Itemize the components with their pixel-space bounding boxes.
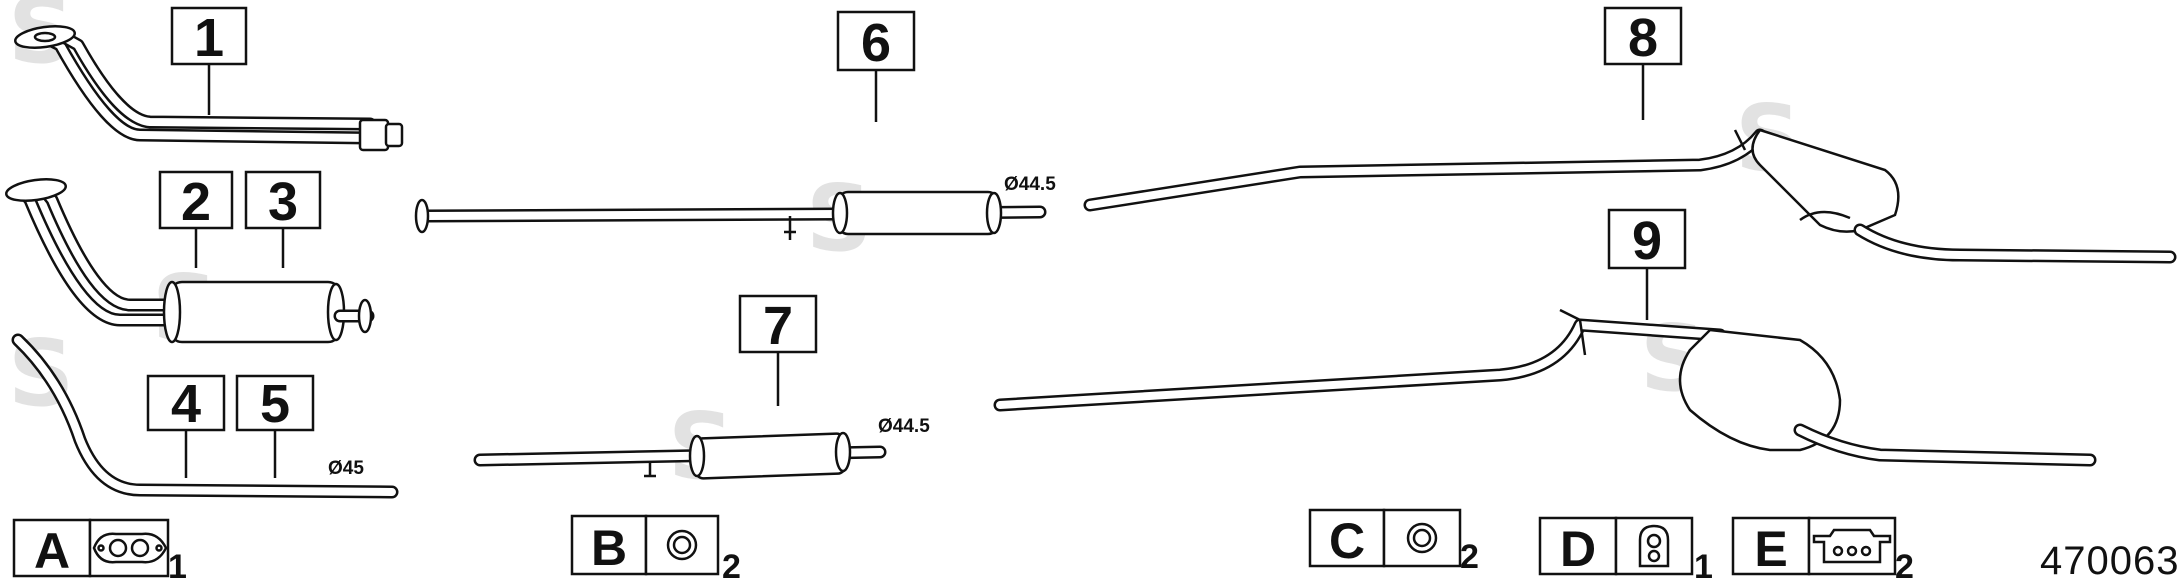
dimension-d45: Ø45 (328, 458, 364, 479)
dimension-d44-5-lower: Ø44.5 (878, 416, 930, 437)
svg-text:9: 9 (1632, 211, 1662, 271)
sealing-ring-icon (1406, 522, 1438, 554)
part-label-8: 8 (1603, 6, 1683, 68)
legend-item-e: E 2 (1731, 516, 1914, 582)
rubber-hanger-icon (1638, 524, 1670, 568)
sealing-ring-icon (666, 529, 698, 561)
part-label-6: 6 (836, 10, 916, 73)
svg-text:3: 3 (268, 172, 298, 232)
part-label-9: 9 (1607, 208, 1687, 271)
leader-lines (184, 64, 1649, 478)
mounting-bracket-icon (1812, 528, 1892, 564)
svg-text:D: D (1560, 521, 1596, 577)
legend-item-b: B 2 (570, 514, 741, 582)
part-1-front-pipe (14, 25, 404, 152)
part-label-3: 3 (244, 170, 322, 232)
exhaust-flange-gasket-icon (92, 532, 168, 564)
part-label-2: 2 (158, 170, 234, 232)
part-7-middle-pipe (473, 431, 887, 480)
svg-text:E: E (1754, 521, 1787, 577)
svg-text:5: 5 (260, 374, 290, 434)
part-6-middle-pipe (414, 190, 1047, 240)
legend-qty-e: 2 (1895, 548, 1914, 582)
diagram-id: 470063 (2040, 539, 2178, 582)
dimension-d44-5-upper: Ø44.5 (1004, 174, 1056, 195)
legend-item-d: D 1 (1538, 516, 1713, 582)
svg-text:8: 8 (1628, 8, 1658, 68)
part-label-7: 7 (738, 294, 818, 356)
part-2-3-pipe-silencer (5, 178, 375, 344)
svg-text:7: 7 (763, 296, 793, 356)
svg-text:4: 4 (171, 374, 201, 434)
part-9-rear-silencer (993, 308, 2097, 467)
legend-item-c: C 2 (1308, 508, 1479, 576)
part-label-5: 5 (235, 374, 315, 434)
legend-qty-d: 1 (1694, 548, 1713, 582)
svg-text:6: 6 (861, 13, 891, 73)
part-label-1: 1 (170, 6, 248, 68)
part-8-rear-silencer (1083, 128, 2177, 264)
svg-text:A: A (34, 523, 70, 579)
svg-text:B: B (591, 520, 627, 576)
legend-qty-c: 2 (1460, 538, 1479, 576)
legend-qty-a: 1 (168, 548, 187, 582)
part-4-5-pipe (11, 333, 399, 499)
svg-text:C: C (1329, 513, 1365, 569)
legend-qty-b: 2 (722, 548, 741, 582)
part-label-4: 4 (146, 374, 226, 434)
legend-item-a: A 1 (12, 518, 187, 582)
svg-text:1: 1 (194, 8, 224, 68)
svg-text:2: 2 (181, 172, 211, 232)
